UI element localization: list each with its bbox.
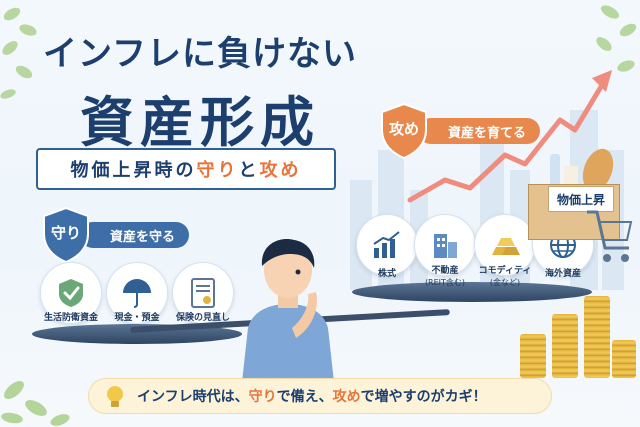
- banner-part1: インフレ時代は、: [137, 389, 249, 405]
- document-icon: [191, 278, 215, 308]
- defense-item-label: 生活防衛資金: [43, 313, 98, 323]
- subtitle-offense: 攻め: [259, 160, 302, 181]
- offense-badge-text: 攻め: [388, 120, 419, 138]
- shield-check-icon: [59, 279, 83, 307]
- offense-item-sublabel: (REIT含む): [424, 278, 466, 287]
- title-line1: インフレに負けない: [43, 34, 357, 74]
- subtitle-part3: と: [238, 160, 260, 181]
- shield-icon: [381, 102, 427, 160]
- offense-pill-label: 資産を育てる: [448, 125, 527, 141]
- groceries-icon: [550, 148, 614, 190]
- offense-item-label: コモディティ: [478, 266, 532, 276]
- gold-bars-icon: [492, 238, 520, 255]
- offense-item-label: 不動産: [431, 266, 459, 276]
- offense-item-sublabel: (金など): [489, 278, 521, 287]
- title-line2: 資産形成: [80, 91, 320, 154]
- offense-item-label: 株式: [377, 269, 396, 279]
- bar-chart-icon: [373, 231, 400, 258]
- subtitle-part1: 物価上昇時の: [70, 160, 197, 181]
- banner-offense: 攻め: [332, 389, 361, 405]
- building-icon: [434, 234, 457, 258]
- defense-item-label: 保険の見直し: [175, 313, 230, 323]
- cart-label: 物価上昇: [548, 186, 614, 212]
- coin-stack: [520, 334, 546, 378]
- defense-item-cash: [106, 262, 168, 324]
- offense-shield-badge: 攻め: [378, 102, 430, 160]
- defense-badge-text: 守り: [50, 224, 81, 242]
- leaves-decoration-icon: [0, 7, 37, 99]
- offense-scale-pan: [352, 282, 592, 302]
- umbrella-icon: [123, 279, 151, 308]
- defense-pill-label: 資産を守る: [110, 229, 176, 245]
- coin-stack: [552, 314, 578, 378]
- banner-part3: で備え、: [276, 389, 333, 405]
- lightbulb-icon: [107, 386, 123, 407]
- offense-item-label: 海外資産: [544, 269, 581, 279]
- banner-defense: 守り: [248, 389, 277, 405]
- defense-item-emergency-fund: [40, 262, 102, 324]
- banner-part5: で増やすのがカギ！: [360, 389, 487, 405]
- coin-stack: [612, 340, 636, 378]
- defense-pill: 資産を守る: [80, 222, 190, 248]
- bottom-banner: インフレ時代は、 守り で備え、 攻め で増やすのがカギ！: [88, 378, 552, 414]
- subtitle-defense: 守り: [196, 160, 239, 181]
- growth-arrow-icon: [407, 70, 612, 203]
- shopping-cart-icon: [587, 210, 633, 262]
- defense-shield-badge: 守り: [40, 206, 92, 264]
- leaves-decoration-icon: [1, 381, 70, 426]
- leaves-decoration-icon: [596, 5, 637, 72]
- coin-stack: [584, 296, 610, 378]
- subtitle: 物価上昇時の 守り と 攻め: [36, 148, 336, 190]
- offense-pill: 資産を育てる: [418, 118, 541, 144]
- defense-item-label: 現金・預金: [114, 313, 160, 323]
- thinking-person-illustration: [242, 239, 334, 382]
